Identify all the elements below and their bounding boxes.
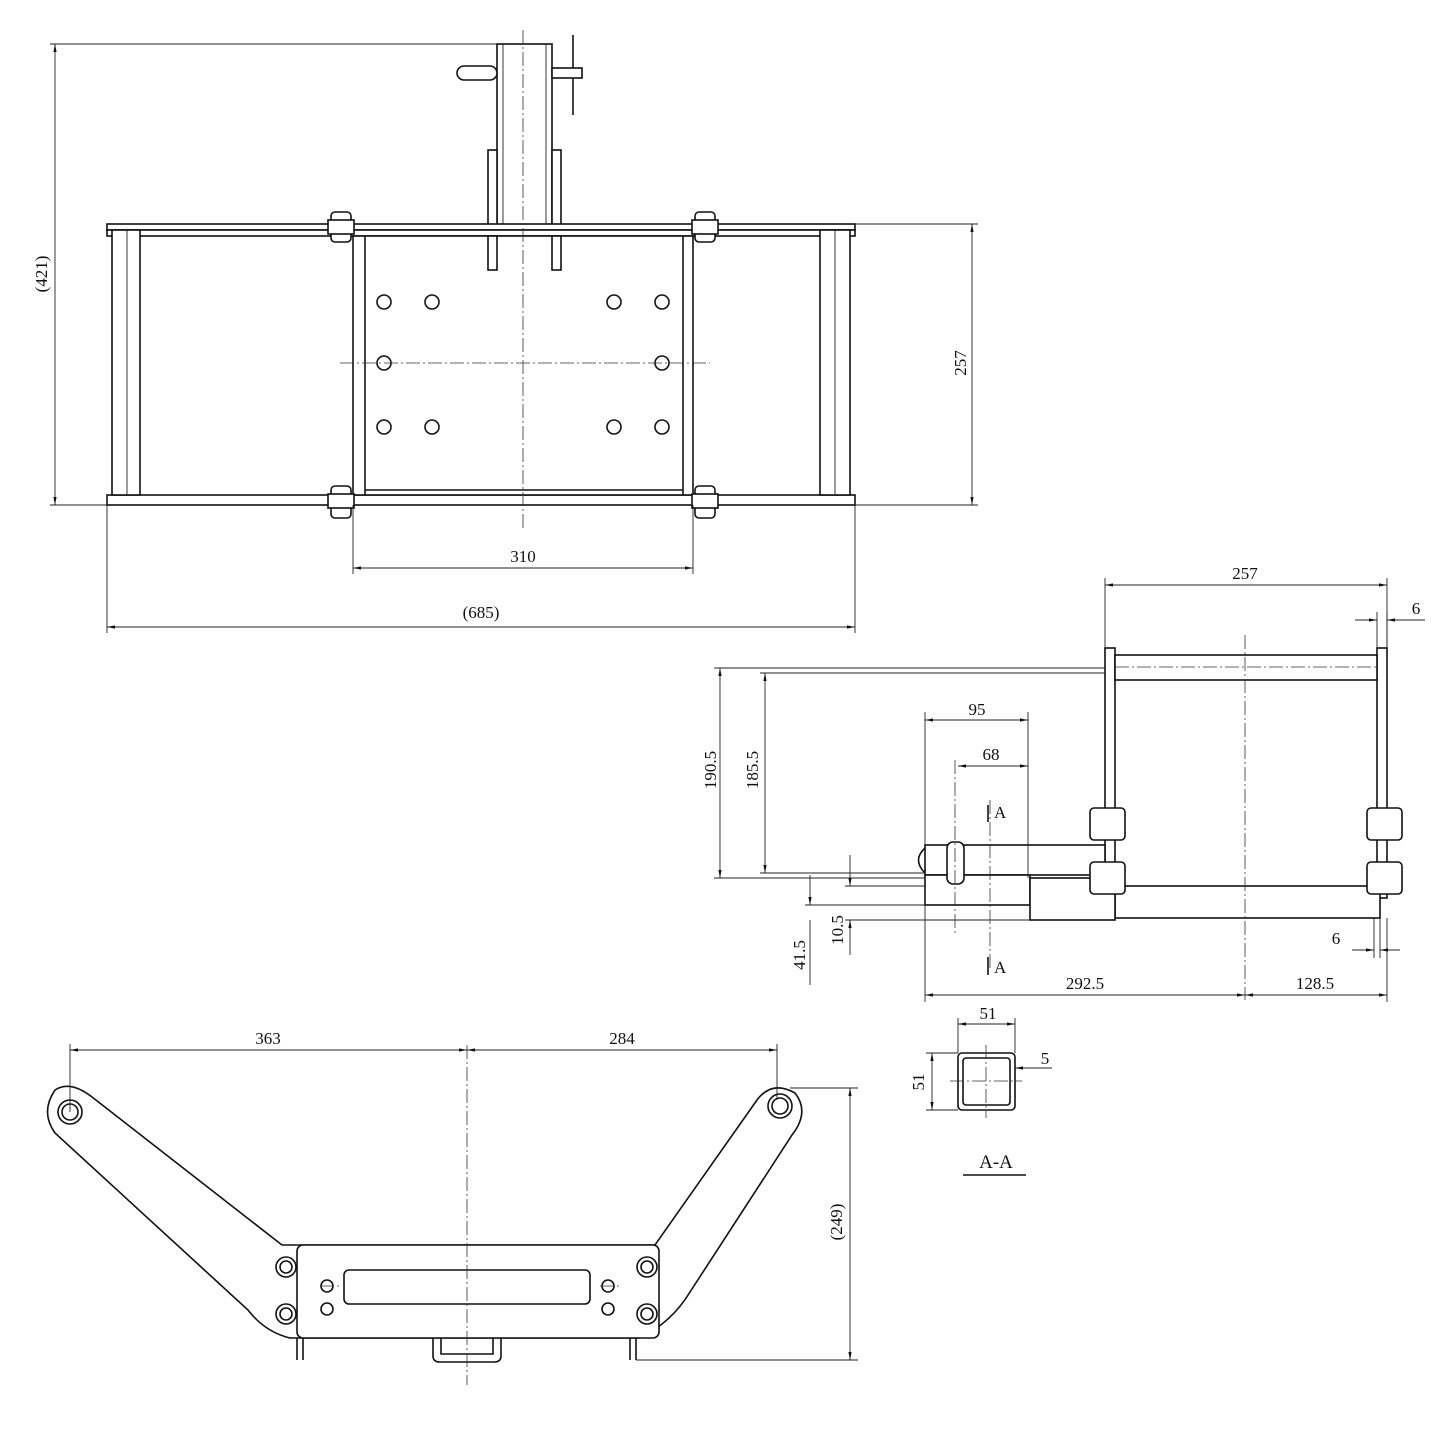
top-tube (1114, 654, 1378, 681)
dim-rear-offset: 128.5 (1296, 974, 1334, 993)
bottom-bar (106, 494, 856, 506)
dim-offset-large: 41.5 (790, 940, 809, 970)
dim-receiver-length: 95 (969, 700, 986, 719)
left-tube (111, 229, 141, 496)
dim-height-b: 185.5 (743, 751, 762, 789)
dim-right-span: 284 (609, 1029, 635, 1048)
section-mark-bottom: A (994, 958, 1007, 977)
section-outer (957, 1052, 1016, 1111)
dim-bottom-height: (249) (827, 1204, 846, 1241)
side-bolts (1089, 807, 1403, 895)
dim-height-a: 190.5 (701, 751, 720, 789)
dim-section-wall: 5 (1041, 1049, 1050, 1068)
base-plate (1114, 885, 1381, 919)
dim-pin-offset: 68 (983, 745, 1000, 764)
top-view: (421) 257 310 (685) (32, 30, 978, 633)
side-pin (946, 841, 965, 885)
section-title: A-A (979, 1152, 1013, 1173)
dim-reach: 292.5 (1066, 974, 1104, 993)
mounting-holes (376, 294, 670, 435)
side-view: 257 6 95 68 190.5 185.5 A A 10.5 41.5 (701, 564, 1425, 1002)
dim-overall-width: (685) (463, 603, 500, 622)
receiver-tube (496, 43, 553, 231)
dim-section-height: 51 (909, 1074, 928, 1091)
dim-left-span: 363 (255, 1029, 281, 1048)
section-inner (962, 1057, 1011, 1106)
top-bar (106, 223, 856, 231)
dim-top-plate-thickness: 6 (1412, 599, 1421, 618)
section-mark-top: A (994, 803, 1007, 822)
section-view: 51 5 51 A-A (909, 1004, 1052, 1176)
dim-offset-small: 10.5 (828, 915, 847, 945)
bottom-view: 363 284 (249) (46, 1029, 858, 1385)
hitch-pin (456, 65, 498, 81)
dim-bottom-plate-thickness: 6 (1332, 929, 1341, 948)
dim-plate-width: 310 (510, 547, 536, 566)
bolts (327, 211, 719, 519)
dim-frame-height: 257 (951, 350, 970, 376)
dim-frame-depth: 257 (1232, 564, 1258, 583)
dim-section-width: 51 (980, 1004, 997, 1023)
dim-overall-height: (421) (32, 256, 51, 293)
